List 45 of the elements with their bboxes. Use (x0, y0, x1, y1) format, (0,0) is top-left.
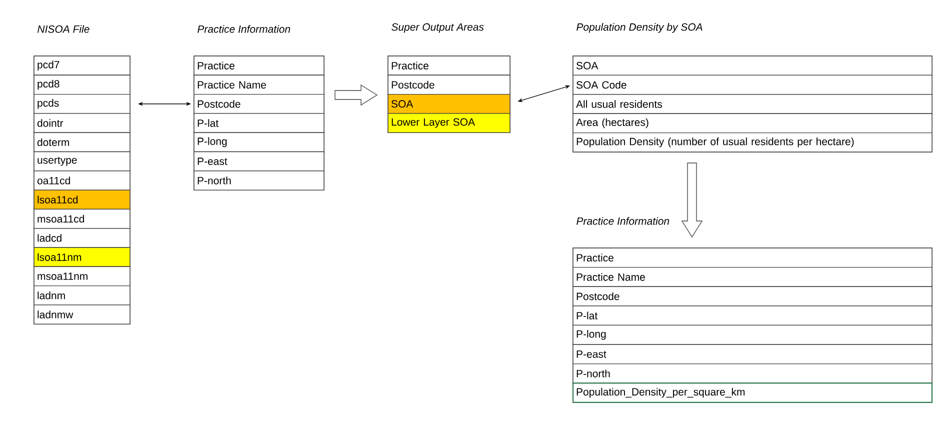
table-cell: msoa11cd (34, 208, 130, 229)
table-cell: ladnmw (34, 304, 130, 324)
table-cell: usertype (34, 151, 130, 172)
table-cell: SOA Code (572, 74, 932, 95)
table-cell: pcd8 (34, 74, 130, 95)
table-cell: Practice (194, 56, 324, 76)
table-cell: P-long (194, 132, 324, 152)
node-label: Population Density by SOA (576, 23, 702, 33)
table-cell: Postcode (194, 94, 324, 114)
table-cell: lsoa11nm (34, 247, 130, 267)
table-cell: P-east (194, 151, 324, 172)
table-cell: Practice (388, 56, 510, 76)
table-cell: All usual residents (572, 94, 932, 114)
table-cell: Postcode (388, 74, 510, 95)
table-cell: SOA (388, 94, 510, 114)
node-label: NISOA File (38, 25, 90, 33)
table-cell: Practice (572, 248, 932, 268)
table-cell: Lower Layer SOA (388, 113, 510, 133)
hollow-arrow (681, 162, 703, 238)
table-cell: pcds (34, 94, 130, 114)
table-cell: P-lat (194, 113, 324, 133)
table-cell: ladnm (34, 285, 130, 306)
table-cell: pcd7 (34, 56, 130, 76)
hollow-arrow (334, 84, 378, 106)
table-cell: dointr (34, 113, 130, 133)
table-cell: Practice Name (194, 74, 324, 95)
table-cell: P-long (572, 324, 932, 345)
table-cell: ladcd (34, 228, 130, 248)
table-cell: SOA (572, 56, 932, 76)
table-cell: P-north (572, 363, 932, 384)
node-label: Practice Information (198, 25, 290, 33)
table-cell: P-lat (572, 306, 932, 326)
node-label: Practice Information (576, 217, 670, 225)
table-cell: Postcode (572, 286, 932, 306)
table-cell: Practice Name (572, 266, 932, 287)
table-cell: P-east (572, 344, 932, 364)
table-cell: oa11cd (34, 170, 130, 190)
table-cell: P-north (194, 170, 324, 190)
table-cell: lsoa11cd (34, 190, 130, 210)
table-cell: Population_Density_per_square_km (572, 382, 932, 403)
table-cell: Area (hectares) (572, 113, 932, 134)
node-label: Super Output Areas (392, 23, 484, 33)
table-cell: msoa11nm (34, 266, 130, 286)
table-cell: Population Density (number of usual residents per hectare) (572, 132, 932, 152)
table-cell: doterm (34, 132, 130, 152)
